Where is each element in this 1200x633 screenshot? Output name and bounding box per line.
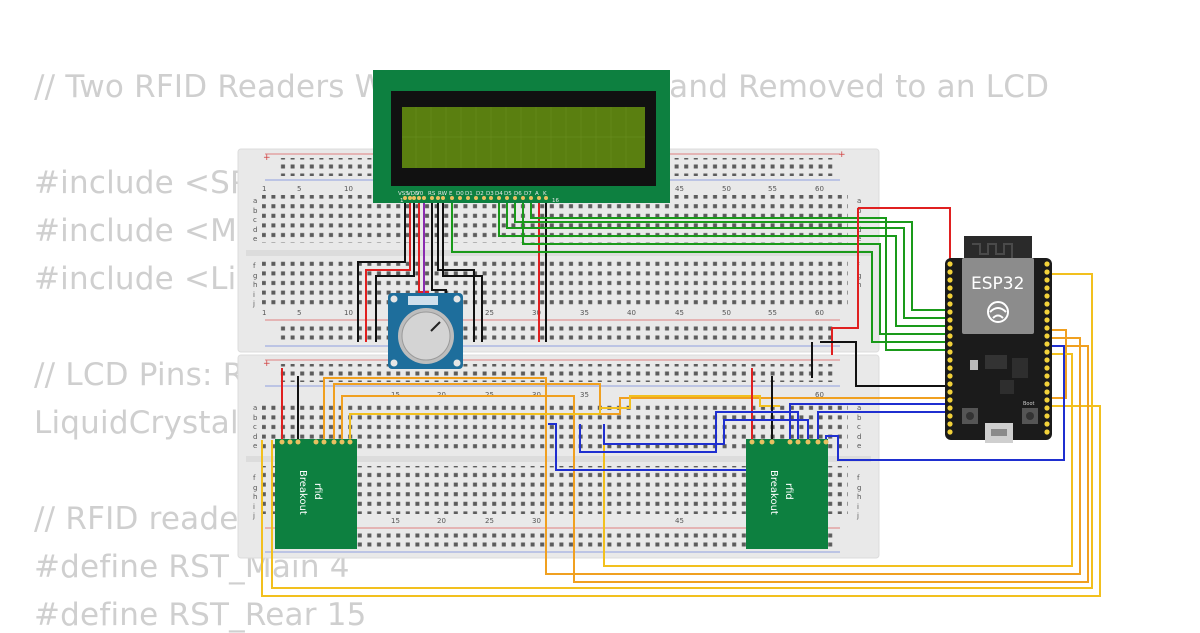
column-number: 60 [815,391,824,399]
row-letter: i [253,291,255,299]
rfid-label: rfid [312,483,323,500]
lcd-pin-label: D6 [514,191,522,197]
rfid-label: rfid [783,483,794,500]
row-letter: f [253,474,256,482]
row-letter: g [253,272,257,280]
row-letter: a [253,197,257,205]
lcd-pin-label: D2 [476,191,484,197]
column-number: 35 [580,309,589,317]
row-letter: b [253,414,258,422]
row-letter: c [857,423,861,431]
lcd-pin-label: D0 [456,191,464,197]
row-letter: d [857,226,861,234]
row-letter: e [857,235,861,243]
espressif-logo-icon [987,301,1009,323]
esp32-label: ESP32 [971,274,1024,294]
column-number: 1 [262,185,266,193]
column-number: 35 [580,391,589,399]
row-letter: i [857,503,859,511]
lcd-pin-label: D7 [524,191,532,197]
rfid-label: Breakout [768,470,779,515]
pot-knob-indicator[interactable] [430,321,441,332]
row-letter: h [253,493,257,501]
row-letter: d [253,226,257,234]
column-number: 10 [344,309,353,317]
column-number: 50 [722,309,731,317]
esp32-board[interactable]: ESP32 Boot [945,236,1052,443]
rfid-reader-rear[interactable]: rfid Breakout [746,439,829,549]
column-number: 55 [768,185,777,193]
row-letter: f [857,474,860,482]
column-number: 50 [722,185,731,193]
row-letter: a [857,404,861,412]
column-number: 30 [532,309,541,317]
row-letter: c [253,423,257,431]
column-number: 25 [485,309,494,317]
lcd-pin-label: RS [428,191,436,197]
column-number: 5 [297,309,301,317]
column-number: 45 [675,185,684,193]
row-letter: h [857,493,861,501]
row-letter: e [857,442,861,450]
potentiometer[interactable] [388,293,463,369]
rfid-label: Breakout [297,470,308,515]
column-number: 10 [344,185,353,193]
column-number: 45 [675,309,684,317]
row-letter: b [857,414,862,422]
lcd-pin-label: D5 [504,191,512,197]
row-letter: e [253,442,257,450]
column-number: 5 [297,185,301,193]
row-letter: h [857,281,861,289]
column-number: 15 [391,517,400,525]
column-number: 25 [485,517,494,525]
column-number: 20 [437,517,446,525]
row-letter: j [252,512,255,520]
row-letter: j [252,300,255,308]
column-number: 40 [627,309,636,317]
row-letter: d [253,433,257,441]
lcd-pin-label: E [449,191,453,197]
row-letter: h [253,281,257,289]
row-letter: g [857,272,861,280]
rfid-reader-main[interactable]: rfid Breakout [275,439,357,549]
rail-plus-label: + [263,153,271,163]
lcd-pin-label: D4 [495,191,503,197]
column-number: 30 [532,517,541,525]
lcd-pin-label: D1 [465,191,473,197]
lcd-pin-label: VSS [398,191,409,197]
row-letter: d [857,433,861,441]
boot-label: Boot [1023,401,1035,407]
row-letter: b [857,207,862,215]
row-letter: g [857,484,861,492]
row-letter: b [253,207,258,215]
rail-plus-label: + [838,150,846,160]
lcd-pin-number: 16 [552,198,559,204]
column-number: 45 [675,517,684,525]
column-number: 60 [815,309,824,317]
row-letter: e [253,235,257,243]
column-number: 60 [815,185,824,193]
row-letter: i [253,503,255,511]
rail-plus-label: + [263,359,271,369]
column-number: 1 [262,309,266,317]
lcd-pin-label: RW [438,191,448,197]
lcd-pin-label: A [535,191,539,197]
row-letter: a [253,404,257,412]
row-letter: j [856,512,859,520]
lcd-pin-label: K [543,191,547,197]
row-letter: a [857,197,861,205]
lcd-pin-number: 1 [400,198,404,204]
lcd-pin-label: D3 [486,191,494,197]
row-letter: g [253,484,257,492]
row-letter: c [253,216,257,224]
lcd-display[interactable]: VSS VDD V0 RS RW E D0 D1 D2 D3 D4 D5 D6 … [373,70,670,204]
lcd-pin-label: VDD [407,191,419,197]
row-letter: f [253,262,256,270]
lcd-pin-label: V0 [416,191,424,197]
code-line: // RFID readers [34,501,268,537]
code-line: #define RST_Rear 15 [34,597,367,633]
column-number: 55 [768,309,777,317]
